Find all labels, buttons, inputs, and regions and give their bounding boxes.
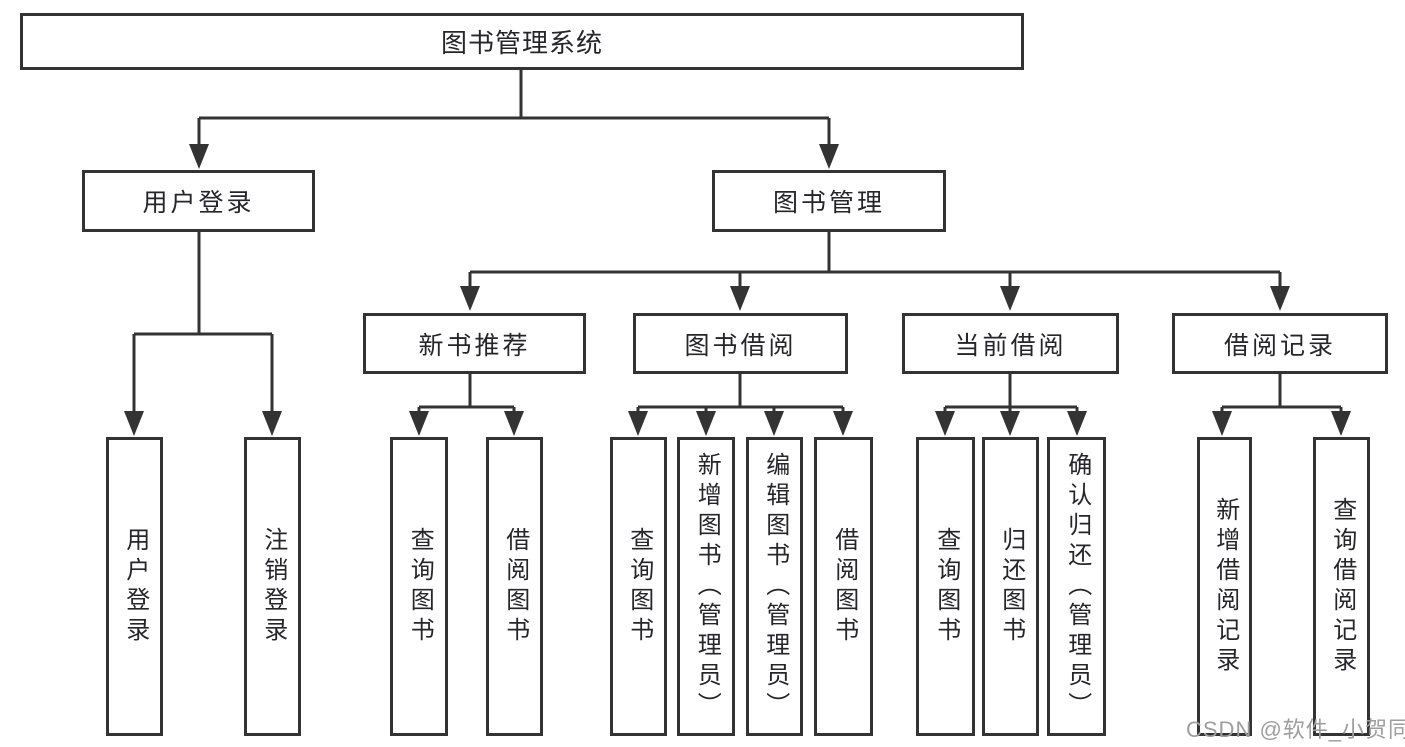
leaf-query-books: 查询图书 <box>610 437 667 736</box>
leaf-label: 用户登录 <box>121 526 149 647</box>
node-borrow-records: 借阅记录 <box>1172 313 1388 374</box>
arrowhead-icon <box>189 144 209 169</box>
leaf-user-login: 用户登录 <box>106 437 163 736</box>
leaf-query-books: 查询图书 <box>916 437 975 736</box>
node-label: 当前借阅 <box>954 331 1067 360</box>
node-label: 用户登录 <box>142 189 255 217</box>
arrowhead-icon <box>1067 411 1087 436</box>
leaf-label: 查询图书 <box>932 526 960 647</box>
leaf-label: 新增图书（管理员） <box>693 451 721 722</box>
arrowhead-icon <box>764 411 784 436</box>
leaf-label: 查询图书 <box>625 526 653 647</box>
leaf-label: 新增借阅记录 <box>1211 496 1239 677</box>
leaf-label: 编辑图书（管理员） <box>761 451 789 722</box>
leaf-label: 借阅图书 <box>501 526 529 647</box>
leaf-label: 查询借阅记录 <box>1328 496 1356 677</box>
arrowhead-icon <box>935 411 955 436</box>
leaf-add-borrow-record: 新增借阅记录 <box>1197 437 1252 736</box>
node-user-login: 用户登录 <box>82 170 315 232</box>
arrowhead-icon <box>1000 286 1020 311</box>
leaf-edit-books-admin: 编辑图书（管理员） <box>746 437 803 736</box>
arrowhead-icon <box>696 411 716 436</box>
arrowhead-icon <box>730 286 750 311</box>
leaf-label: 借阅图书 <box>830 526 858 647</box>
arrowhead-icon <box>460 286 480 311</box>
leaf-logout: 注销登录 <box>244 437 301 736</box>
arrowhead-icon <box>504 411 524 436</box>
arrowhead-icon <box>819 144 839 169</box>
arrowhead-icon <box>124 411 144 436</box>
node-label: 图书管理系统 <box>440 28 603 58</box>
arrowhead-icon <box>628 411 648 436</box>
leaf-return-books: 归还图书 <box>982 437 1039 736</box>
arrowhead-icon <box>1212 411 1232 436</box>
leaf-confirm-return-admin: 确认归还（管理员） <box>1047 437 1106 736</box>
node-library-management-system: 图书管理系统 <box>20 13 1024 70</box>
leaf-label: 注销登录 <box>259 526 287 647</box>
leaf-query-books: 查询图书 <box>390 437 448 736</box>
node-label: 图书借阅 <box>684 331 797 360</box>
leaf-label: 确认归还（管理员） <box>1063 451 1091 722</box>
csdn-watermark: CSDN @软件_小贺同学 <box>1186 717 1405 742</box>
leaf-query-borrow-record: 查询借阅记录 <box>1313 437 1370 736</box>
arrowhead-icon <box>1000 411 1020 436</box>
node-label: 新书推荐 <box>418 331 531 360</box>
node-label: 借阅记录 <box>1223 331 1336 360</box>
leaf-borrow-books: 借阅图书 <box>814 437 873 736</box>
node-new-book-recommend: 新书推荐 <box>363 313 586 374</box>
node-book-borrow: 图书借阅 <box>633 313 848 374</box>
node-current-borrow: 当前借阅 <box>902 313 1119 374</box>
node-label: 图书管理 <box>772 189 885 217</box>
leaf-add-books-admin: 新增图书（管理员） <box>677 437 735 736</box>
arrowhead-icon <box>262 411 282 436</box>
leaf-label: 查询图书 <box>406 526 434 647</box>
leaf-borrow-books: 借阅图书 <box>486 437 543 736</box>
arrowhead-icon <box>1270 286 1290 311</box>
arrowhead-icon <box>409 411 429 436</box>
arrowhead-icon <box>833 411 853 436</box>
leaf-label: 归还图书 <box>997 526 1025 647</box>
arrowhead-icon <box>1331 411 1351 436</box>
node-book-management: 图书管理 <box>712 170 946 232</box>
